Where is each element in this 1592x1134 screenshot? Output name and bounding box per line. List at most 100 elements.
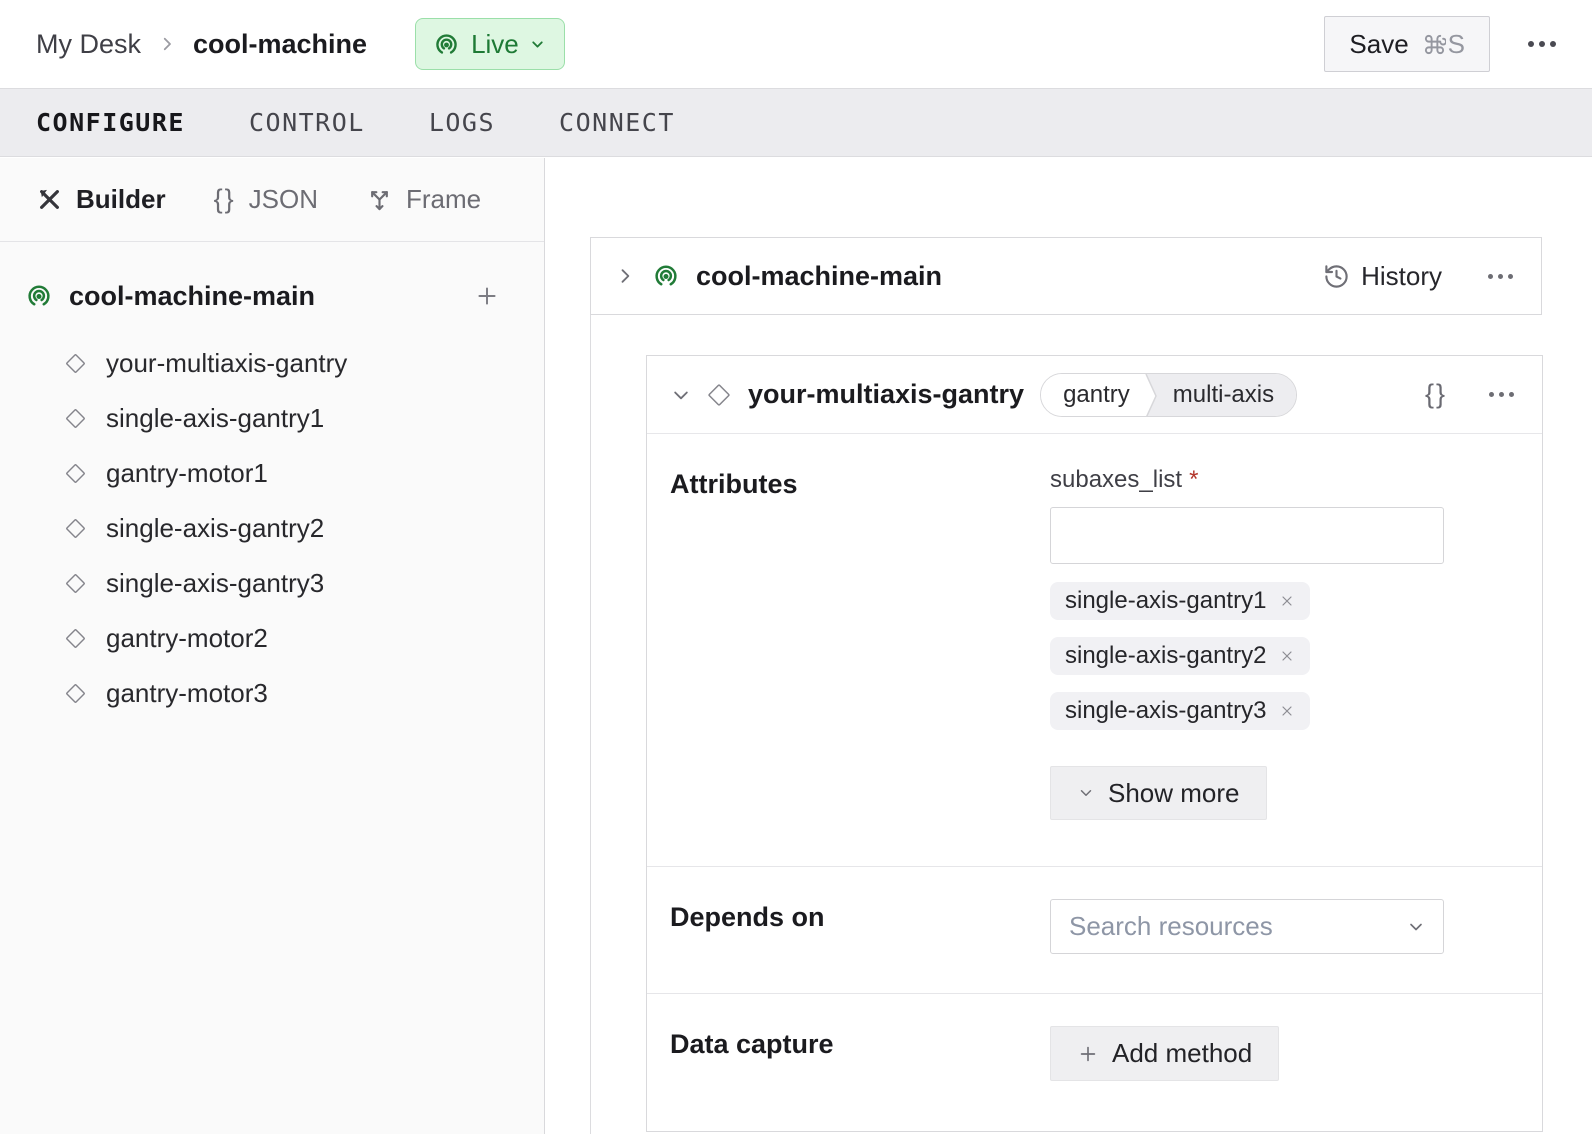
- depends-on-field-column: Search resources: [1050, 899, 1444, 954]
- resource-tree: cool-machine-main your-multiaxis-gantry …: [0, 242, 544, 721]
- depends-on-section-label: Depends on: [670, 902, 825, 932]
- add-method-button[interactable]: Add method: [1050, 1026, 1280, 1081]
- history-button[interactable]: History: [1323, 261, 1442, 292]
- show-more-button[interactable]: Show more: [1050, 766, 1267, 820]
- component-card-header: your-multiaxis-gantry gantry multi-axis …: [647, 356, 1542, 434]
- command-key-icon: [1423, 33, 1446, 56]
- data-capture-section-label: Data capture: [670, 1029, 834, 1059]
- tree-item[interactable]: your-multiaxis-gantry: [0, 336, 544, 391]
- app-header: My Desk cool-machine Live Save: [0, 0, 1592, 88]
- view-mode-switcher: Builder {} JSON Frame: [0, 158, 544, 242]
- badge-type: gantry: [1041, 373, 1144, 416]
- tree-item-label: single-axis-gantry1: [106, 403, 325, 433]
- component-card: your-multiaxis-gantry gantry multi-axis …: [646, 355, 1543, 1132]
- depends-on-section: Depends on Search resources: [647, 866, 1542, 993]
- machine-part-section: cool-machine-main History: [590, 237, 1543, 1134]
- component-diamond-icon: [64, 352, 87, 375]
- tree-root-machine-part[interactable]: cool-machine-main: [0, 270, 544, 322]
- remove-tag-icon[interactable]: [1279, 703, 1295, 719]
- edit-json-braces-icon[interactable]: {}: [1424, 379, 1447, 409]
- badge-model: multi-axis: [1160, 373, 1297, 416]
- attributes-field-column: subaxes_list * single-axis-gantry1: [1050, 466, 1444, 820]
- chevron-down-icon: [1077, 784, 1095, 802]
- remove-tag-icon[interactable]: [1279, 593, 1295, 609]
- history-clock-icon: [1323, 263, 1350, 290]
- subaxes-tag-list: single-axis-gantry1 single-axis-gantry2: [1050, 582, 1444, 730]
- tree-item[interactable]: gantry-motor2: [0, 611, 544, 666]
- chevron-down-icon: [1406, 917, 1426, 937]
- attributes-section-label: Attributes: [670, 469, 798, 499]
- machine-part-body: your-multiaxis-gantry gantry multi-axis …: [590, 315, 1543, 1134]
- tree-item-label: gantry-motor1: [106, 458, 268, 488]
- mode-json[interactable]: {} JSON: [214, 184, 318, 215]
- save-button[interactable]: Save S: [1324, 16, 1490, 72]
- live-status-button[interactable]: Live: [415, 18, 565, 70]
- frame-axes-icon: [366, 186, 393, 213]
- config-main-panel: cool-machine-main History: [545, 158, 1592, 1134]
- tab-configure[interactable]: CONFIGURE: [36, 108, 185, 137]
- tab-control[interactable]: CONTROL: [248, 108, 365, 137]
- subaxes-tag-label: single-axis-gantry3: [1065, 697, 1267, 724]
- remove-tag-icon[interactable]: [1279, 648, 1295, 664]
- depends-on-search-select[interactable]: Search resources: [1050, 899, 1444, 954]
- subaxes-tag: single-axis-gantry2: [1050, 637, 1311, 675]
- required-marker: *: [1189, 466, 1199, 493]
- search-resources-placeholder: Search resources: [1069, 911, 1273, 941]
- shortcut-key-label: S: [1447, 28, 1465, 59]
- live-status-label: Live: [471, 28, 519, 59]
- save-button-label: Save: [1349, 28, 1409, 59]
- tab-logs[interactable]: LOGS: [428, 108, 496, 137]
- live-broadcast-icon: [651, 261, 681, 291]
- component-diamond-icon: [64, 682, 87, 705]
- subaxes-field-label-row: subaxes_list *: [1050, 466, 1444, 494]
- subaxes-tag-label: single-axis-gantry2: [1065, 642, 1267, 669]
- component-diamond-icon: [64, 627, 87, 650]
- tree-item[interactable]: single-axis-gantry2: [0, 501, 544, 556]
- part-overflow-menu-button[interactable]: [1484, 266, 1517, 287]
- tree-item-label: your-multiaxis-gantry: [106, 348, 348, 378]
- save-shortcut-hint: S: [1423, 29, 1465, 60]
- braces-icon: {}: [213, 184, 236, 214]
- data-capture-section: Data capture Add method: [647, 993, 1542, 1131]
- subaxes-input[interactable]: [1050, 507, 1444, 564]
- component-diamond-icon: [64, 407, 87, 430]
- expand-chevron-right-icon[interactable]: [615, 266, 635, 286]
- add-method-label: Add method: [1112, 1038, 1253, 1068]
- breadcrumb: My Desk cool-machine: [36, 29, 367, 60]
- badge-divider-chevron: [1145, 373, 1161, 416]
- mode-frame[interactable]: Frame: [366, 184, 481, 215]
- tree-item-label: gantry-motor2: [106, 623, 268, 653]
- chevron-down-icon: [529, 36, 546, 53]
- tree-item[interactable]: single-axis-gantry3: [0, 556, 544, 611]
- component-diamond-icon: [64, 572, 87, 595]
- component-diamond-icon: [64, 462, 87, 485]
- tree-item-label: single-axis-gantry2: [106, 513, 325, 543]
- component-overflow-menu-button[interactable]: [1485, 384, 1518, 405]
- subaxes-tag: single-axis-gantry3: [1050, 692, 1311, 730]
- add-resource-button[interactable]: [470, 279, 504, 313]
- history-label: History: [1361, 260, 1442, 291]
- header-overflow-menu-button[interactable]: [1524, 33, 1560, 55]
- tree-item-label: single-axis-gantry3: [106, 568, 325, 598]
- tools-icon: [36, 186, 63, 213]
- tree-item-list: your-multiaxis-gantry single-axis-gantry…: [0, 336, 544, 721]
- component-diamond-icon: [706, 382, 732, 408]
- live-broadcast-icon: [432, 30, 461, 59]
- component-diamond-icon: [64, 517, 87, 540]
- collapse-chevron-down-icon[interactable]: [671, 385, 691, 405]
- machine-name: cool-machine: [193, 28, 368, 59]
- mode-json-label: JSON: [248, 184, 318, 214]
- tree-item[interactable]: gantry-motor3: [0, 666, 544, 721]
- mode-builder[interactable]: Builder: [36, 184, 166, 215]
- mode-builder-label: Builder: [76, 184, 166, 214]
- chevron-right-icon: [158, 35, 176, 53]
- breadcrumb-parent-link[interactable]: My Desk: [36, 28, 142, 59]
- tab-connect[interactable]: CONNECT: [559, 108, 675, 137]
- plus-icon: [1077, 1043, 1099, 1065]
- component-type-badge: gantry multi-axis: [1040, 372, 1298, 417]
- tree-item[interactable]: gantry-motor1: [0, 446, 544, 501]
- tree-item[interactable]: single-axis-gantry1: [0, 391, 544, 446]
- attributes-section: Attributes subaxes_list * single-axis-ga…: [647, 434, 1542, 866]
- config-sidebar: Builder {} JSON Frame: [0, 158, 545, 1134]
